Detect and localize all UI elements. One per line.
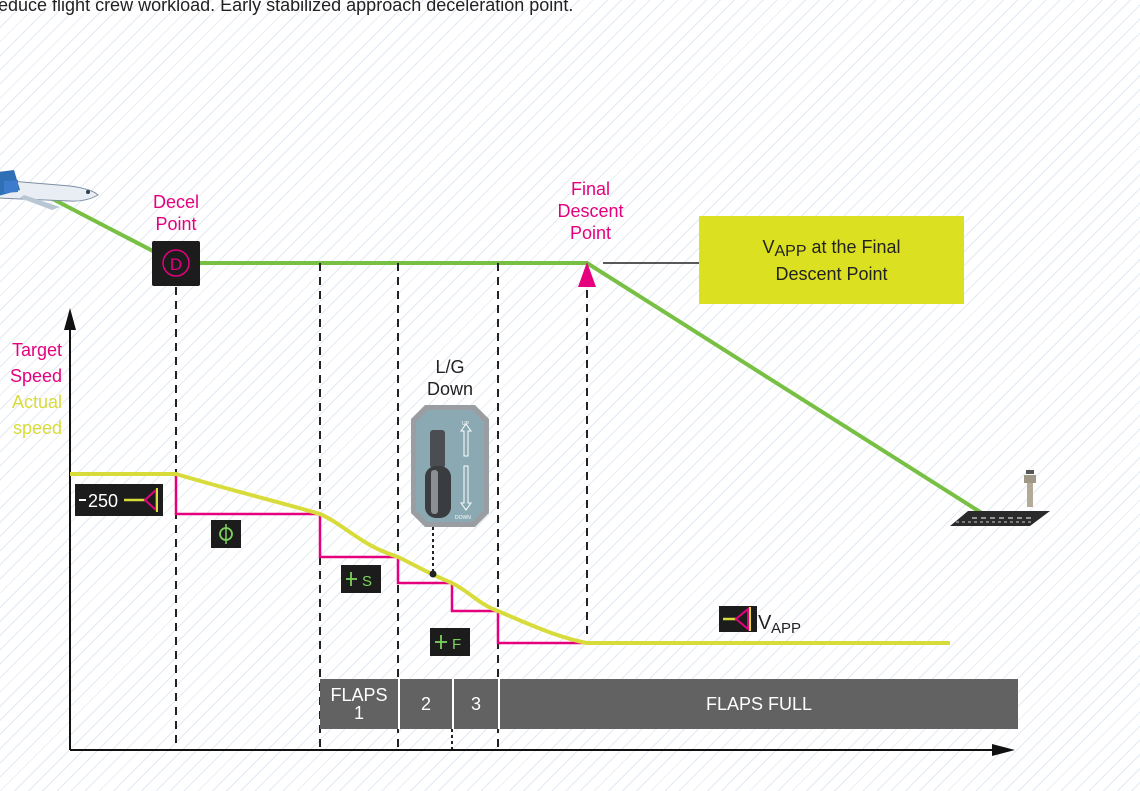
- fdp-line2: Descent: [557, 201, 624, 221]
- decel-point-marker: [152, 241, 200, 286]
- callout-sub: APP: [774, 242, 807, 260]
- callout-line2: Descent Point: [775, 263, 888, 284]
- aircraft-icon: [0, 170, 99, 210]
- s-speed-label: S: [362, 573, 372, 590]
- f-speed-label: F: [452, 636, 461, 653]
- gear-line2: Down: [426, 379, 474, 399]
- flaps-3-segment: 3: [470, 694, 481, 714]
- target-speed-line: [70, 472, 587, 645]
- fdp-line3: Point: [569, 223, 612, 243]
- decel-symbol: D: [170, 255, 182, 274]
- flaps-full-segment: FLAPS FULL: [705, 694, 813, 714]
- control-tower-icon: [1024, 470, 1036, 507]
- speed-250-box: [75, 484, 163, 516]
- y-label-target: Target: [11, 340, 62, 360]
- callout-rest: at the Final: [806, 236, 901, 257]
- flaps-1-line1: FLAPS: [330, 685, 388, 705]
- y-label-actual: Actual: [11, 392, 62, 412]
- gear-down-point: [429, 570, 437, 578]
- vapp-sub: APP: [771, 620, 801, 637]
- gear-up-label: UP: [462, 421, 470, 427]
- decel-line1: Decel: [152, 192, 200, 212]
- flaps-1-segment: FLAPS 1: [320, 679, 398, 729]
- flaps-2-segment: 2: [420, 694, 431, 714]
- flaps-1-line2: 1: [353, 703, 364, 723]
- runway-icon: [950, 511, 1050, 526]
- gear-line1: L/G: [435, 357, 465, 377]
- fdp-line1: Final: [570, 179, 610, 199]
- vapp-v: V: [758, 612, 772, 634]
- landing-gear-lever-icon: UP DOWN: [411, 405, 489, 527]
- y-label-speed-2: speed: [12, 418, 62, 438]
- callout-v: V: [762, 236, 775, 257]
- flaps-bar: FLAPS 1 2 3 FLAPS FULL: [320, 679, 1018, 729]
- intro-text: educe flight crew workload. Early stabil…: [0, 0, 574, 15]
- phase-dividers: [175, 263, 588, 750]
- flaps-divider: [398, 679, 400, 729]
- vapp-callout-box: VAPP at the Final Descent Point: [699, 216, 964, 304]
- final-descent-point-label: Final Descent Point: [548, 178, 633, 244]
- speed-250: 250: [88, 491, 118, 511]
- flaps-divider: [498, 679, 500, 729]
- callout-line1: VAPP at the Final: [762, 236, 900, 263]
- y-label-speed-1: Speed: [9, 366, 62, 386]
- y-axis-labels: Target Speed Actual speed: [0, 337, 62, 441]
- actual-speed-line: [70, 472, 950, 645]
- gear-down-title: L/G Down: [410, 356, 490, 400]
- final-descent-marker: [578, 262, 596, 287]
- flaps-divider: [452, 679, 454, 729]
- gear-down-label: DOWN: [455, 515, 471, 521]
- decel-line2: Point: [155, 214, 197, 234]
- flight-path: [44, 193, 990, 519]
- decel-point-label: Decel Point: [135, 191, 217, 235]
